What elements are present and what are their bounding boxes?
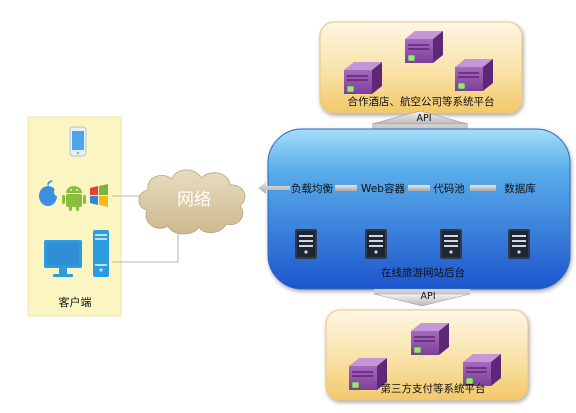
server-icon [343, 61, 383, 95]
component-load-balancer: 负载均衡 [291, 182, 333, 195]
component-code-pool: 代码池 [433, 182, 465, 195]
component-database: 数据库 [504, 182, 536, 195]
windows-icon [90, 184, 108, 207]
server-icon [508, 229, 530, 259]
server-icon [454, 58, 494, 92]
connector [335, 185, 357, 191]
pc-tower-icon [93, 230, 109, 277]
android-icon [62, 186, 86, 211]
api-label-bottom: API [420, 291, 435, 302]
partner-platform-panel: 合作酒店、航空公司等系统平台 [319, 21, 523, 114]
connector [470, 185, 496, 191]
network-cloud: 网络 [138, 169, 246, 235]
backend-label: 在线旅游网站后台 [381, 266, 465, 279]
connector [408, 185, 430, 191]
arrow-to-network [258, 182, 290, 194]
api-label-top: API [416, 113, 431, 124]
client-label: 客户端 [59, 295, 92, 309]
client-panel: 客户端 [27, 116, 122, 317]
server-icon [410, 322, 450, 356]
network-label: 网络 [177, 190, 211, 210]
apple-icon [39, 180, 60, 206]
monitor-icon [44, 240, 82, 277]
server-icon [462, 353, 502, 387]
server-icon [404, 30, 444, 64]
backend-panel: 负载均衡 Web容器 代码池 数据库 在线旅游网站后台 [258, 128, 571, 290]
server-icon [440, 229, 462, 259]
api-arrow-bottom: API [373, 289, 471, 307]
payment-platform-panel: 第三方支付等系统平台 [325, 309, 529, 401]
server-icon [365, 229, 387, 259]
payment-platform-label: 第三方支付等系统平台 [381, 382, 486, 395]
component-web-container: Web容器 [361, 182, 405, 195]
api-arrow-top: API [371, 110, 469, 129]
mobile-phone-icon [69, 126, 87, 157]
partner-platform-label: 合作酒店、航空公司等系统平台 [348, 95, 495, 108]
server-icon [295, 229, 317, 259]
